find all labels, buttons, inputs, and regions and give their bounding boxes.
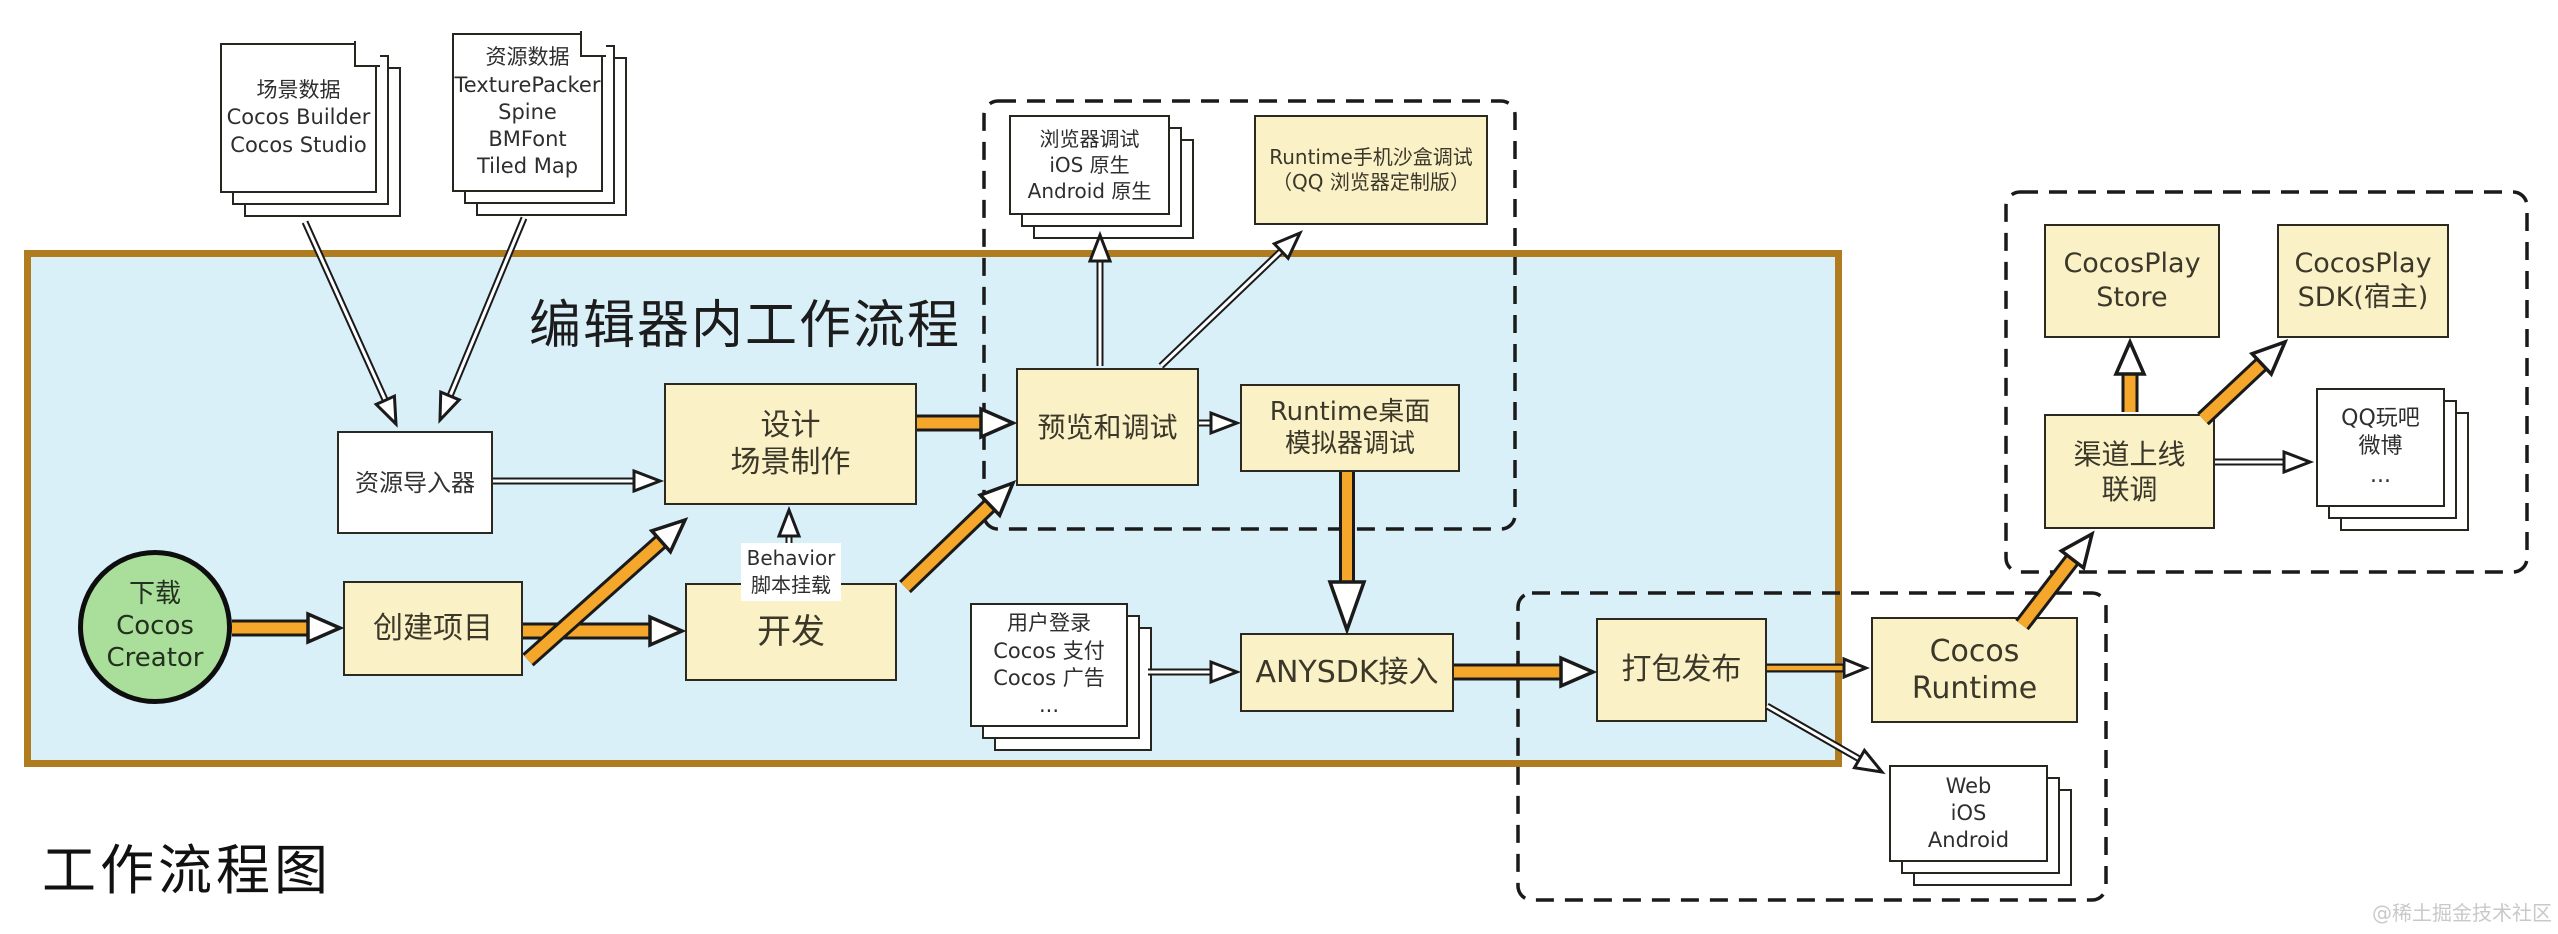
doc-stack-web-targets-label: Web iOS Android bbox=[1889, 765, 2048, 862]
box-asset-importer: 资源导入器 bbox=[337, 431, 493, 534]
box-channel-launch: 渠道上线 联调 bbox=[2044, 414, 2215, 529]
box-runtime-sandbox-debug: Runtime手机沙盒调试 （QQ 浏览器定制版） bbox=[1254, 115, 1488, 225]
doc-stack-qq-channels: QQ玩吧 微博 ... bbox=[2316, 388, 2469, 531]
box-runtime-desktop-debug: Runtime桌面 模拟器调试 bbox=[1240, 384, 1460, 472]
box-package-publish: 打包发布 bbox=[1596, 618, 1767, 722]
doc-stack-user-services: 用户登录 Cocos 支付 Cocos 广告 ... bbox=[970, 603, 1152, 751]
doc-stack-resource-data-label: 资源数据 TexturePacker Spine BMFont Tiled Ma… bbox=[452, 33, 603, 192]
box-design-scene: 设计 场景制作 bbox=[664, 383, 917, 505]
box-preview-debug: 预览和调试 bbox=[1016, 368, 1199, 486]
doc-stack-browser-debug: 浏览器调试 iOS 原生 Android 原生 bbox=[1009, 115, 1194, 239]
page-title: 工作流程图 bbox=[42, 839, 332, 902]
editor-region-title: 编辑器内工作流程 bbox=[529, 296, 962, 356]
doc-stack-browser-debug-label: 浏览器调试 iOS 原生 Android 原生 bbox=[1009, 115, 1170, 215]
folded-corner-icon bbox=[579, 30, 606, 57]
circle-download-cocos-creator: 下载 Cocos Creator bbox=[78, 550, 232, 704]
folded-corner-icon bbox=[353, 40, 380, 67]
watermark: @稀土掘金技术社区 bbox=[2372, 901, 2552, 925]
box-cocosplay-sdk: CocosPlay SDK(宿主) bbox=[2277, 224, 2449, 338]
box-anysdk: ANYSDK接入 bbox=[1240, 633, 1454, 712]
doc-stack-scene-data: 场景数据 Cocos Builder Cocos Studio bbox=[220, 40, 401, 217]
box-cocos-runtime: Cocos Runtime bbox=[1871, 617, 2078, 723]
doc-stack-user-services-label: 用户登录 Cocos 支付 Cocos 广告 ... bbox=[970, 603, 1128, 727]
doc-stack-scene-data-label: 场景数据 Cocos Builder Cocos Studio bbox=[220, 43, 377, 193]
behavior-script-label: Behavior 脚本挂载 bbox=[741, 543, 841, 601]
doc-stack-resource-data: 资源数据 TexturePacker Spine BMFont Tiled Ma… bbox=[452, 30, 627, 216]
box-cocosplay-store: CocosPlay Store bbox=[2044, 224, 2220, 338]
doc-stack-qq-channels-label: QQ玩吧 微博 ... bbox=[2316, 388, 2445, 507]
doc-stack-web-targets: Web iOS Android bbox=[1889, 765, 2072, 886]
box-create-project: 创建项目 bbox=[343, 581, 523, 676]
